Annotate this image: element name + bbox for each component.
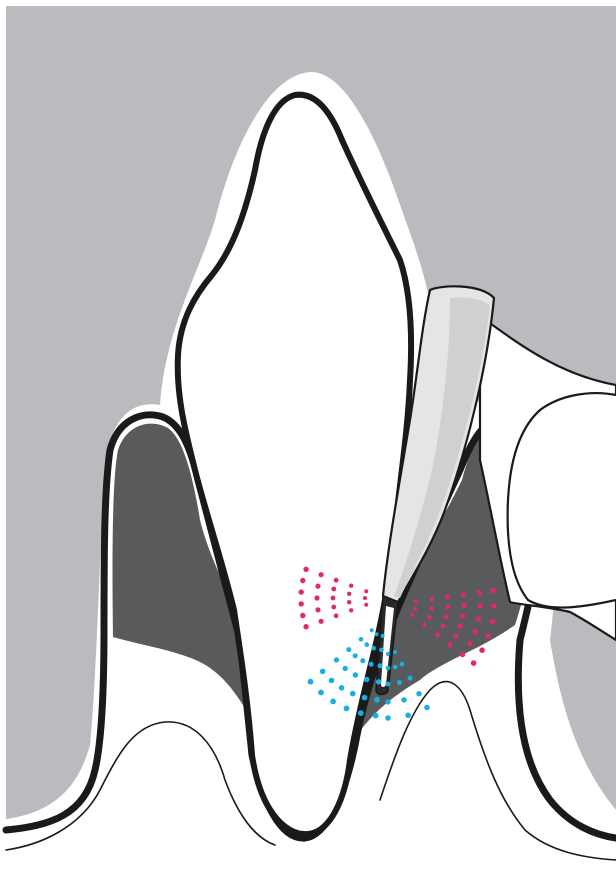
cyan-spray-dot	[339, 685, 345, 691]
cyan-spray-dot	[329, 678, 335, 684]
cyan-spray-dot	[400, 662, 405, 667]
pink-spray-dot	[331, 605, 336, 610]
cyan-spray-dot	[386, 682, 391, 687]
cyan-spray-dot	[365, 642, 370, 647]
cyan-spray-dot	[364, 677, 369, 682]
pink-spray-dot	[467, 641, 472, 646]
cyan-spray-dot	[353, 672, 358, 677]
cyan-spray-dot	[344, 706, 350, 712]
pink-spray-dot	[334, 578, 339, 583]
cyan-spray-dot	[393, 665, 398, 670]
pink-spray-dot	[490, 619, 496, 625]
pink-spray-dot	[334, 613, 339, 618]
pink-spray-dot	[349, 584, 353, 588]
pink-spray-dot	[477, 603, 482, 608]
cyan-spray-dot	[393, 650, 397, 654]
pink-spray-dot	[315, 584, 320, 589]
cyan-spray-dot	[385, 699, 390, 704]
pink-spray-dot	[413, 607, 417, 611]
cyan-spray-dot	[381, 634, 385, 638]
pink-spray-dot	[473, 629, 478, 634]
pink-spray-dot	[476, 616, 481, 621]
pink-spray-dot	[453, 633, 458, 638]
cyan-spray-dot	[401, 697, 406, 702]
pink-spray-dot	[331, 596, 336, 601]
pink-spray-dot	[440, 624, 445, 629]
cyan-spray-dot	[376, 679, 381, 684]
pink-spray-dot	[363, 596, 367, 600]
pink-spray-dot	[461, 592, 466, 597]
pink-spray-dot	[331, 587, 336, 592]
cyan-spray-dot	[343, 666, 348, 671]
cyan-spray-dot	[374, 697, 380, 703]
cyan-spray-dot	[405, 713, 411, 719]
pink-spray-dot	[300, 578, 305, 583]
cyan-spray-dot	[371, 646, 376, 651]
pink-spray-dot	[349, 608, 353, 612]
cyan-spray-dot	[385, 715, 391, 721]
pink-spray-dot	[460, 613, 465, 618]
pink-spray-dot	[319, 572, 324, 577]
pink-spray-dot	[410, 613, 414, 617]
cyan-spray-dot	[378, 663, 383, 668]
pink-spray-dot	[446, 605, 451, 610]
cyan-spray-dot	[408, 676, 413, 681]
cyan-spray-dot	[334, 657, 339, 662]
cyan-spray-dot	[369, 662, 374, 667]
cyan-spray-dot	[358, 710, 364, 716]
cyan-spray-dot	[370, 628, 374, 632]
pink-spray-dot	[427, 615, 431, 619]
pink-spray-dot	[471, 660, 477, 666]
cyan-spray-dot	[353, 653, 358, 658]
pink-spray-dot	[319, 619, 324, 624]
cyan-spray-dot	[359, 637, 364, 642]
pink-spray-dot	[314, 595, 319, 600]
pink-spray-dot	[303, 624, 308, 629]
cyan-spray-dot	[308, 679, 314, 685]
cyan-spray-dot	[424, 705, 430, 711]
pink-spray-dot	[347, 592, 351, 596]
pink-spray-dot	[299, 601, 304, 606]
pink-spray-dot	[303, 567, 308, 572]
pink-spray-dot	[414, 600, 418, 604]
pink-spray-dot	[435, 632, 440, 637]
cyan-spray-dot	[375, 632, 379, 636]
pink-spray-dot	[423, 623, 427, 627]
cyan-spray-dot	[362, 695, 368, 701]
cyan-spray-dot	[397, 680, 402, 685]
pink-spray-dot	[490, 588, 496, 594]
pink-spray-dot	[444, 615, 449, 620]
cyan-spray-dot	[379, 648, 384, 653]
cyan-spray-dot	[416, 691, 421, 696]
pink-spray-dot	[364, 589, 368, 593]
pink-spray-dot	[299, 589, 304, 594]
cyan-spray-dot	[320, 669, 326, 675]
pink-spray-dot	[430, 606, 434, 610]
pink-spray-dot	[430, 597, 434, 601]
pink-spray-dot	[300, 613, 305, 618]
pink-spray-dot	[458, 624, 463, 629]
pink-spray-dot	[445, 595, 450, 600]
cyan-spray-dot	[360, 658, 365, 663]
pink-spray-dot	[479, 647, 485, 653]
pink-spray-dot	[461, 603, 466, 608]
cyan-spray-dot	[386, 652, 390, 656]
cyan-spray-dot	[373, 713, 379, 719]
cyan-spray-dot	[318, 690, 324, 696]
cyan-spray-dot	[346, 647, 351, 652]
cyan-spray-dot	[386, 666, 391, 671]
pink-spray-dot	[491, 603, 497, 609]
pink-spray-dot	[486, 633, 492, 639]
pink-spray-dot	[477, 590, 482, 595]
pink-spray-dot	[347, 600, 351, 604]
cyan-spray-dot	[350, 691, 356, 697]
pink-spray-dot	[315, 607, 320, 612]
cyan-spray-dot	[330, 699, 336, 705]
pink-spray-dot	[460, 652, 465, 657]
pink-spray-dot	[364, 603, 368, 607]
pink-spray-dot	[447, 642, 452, 647]
